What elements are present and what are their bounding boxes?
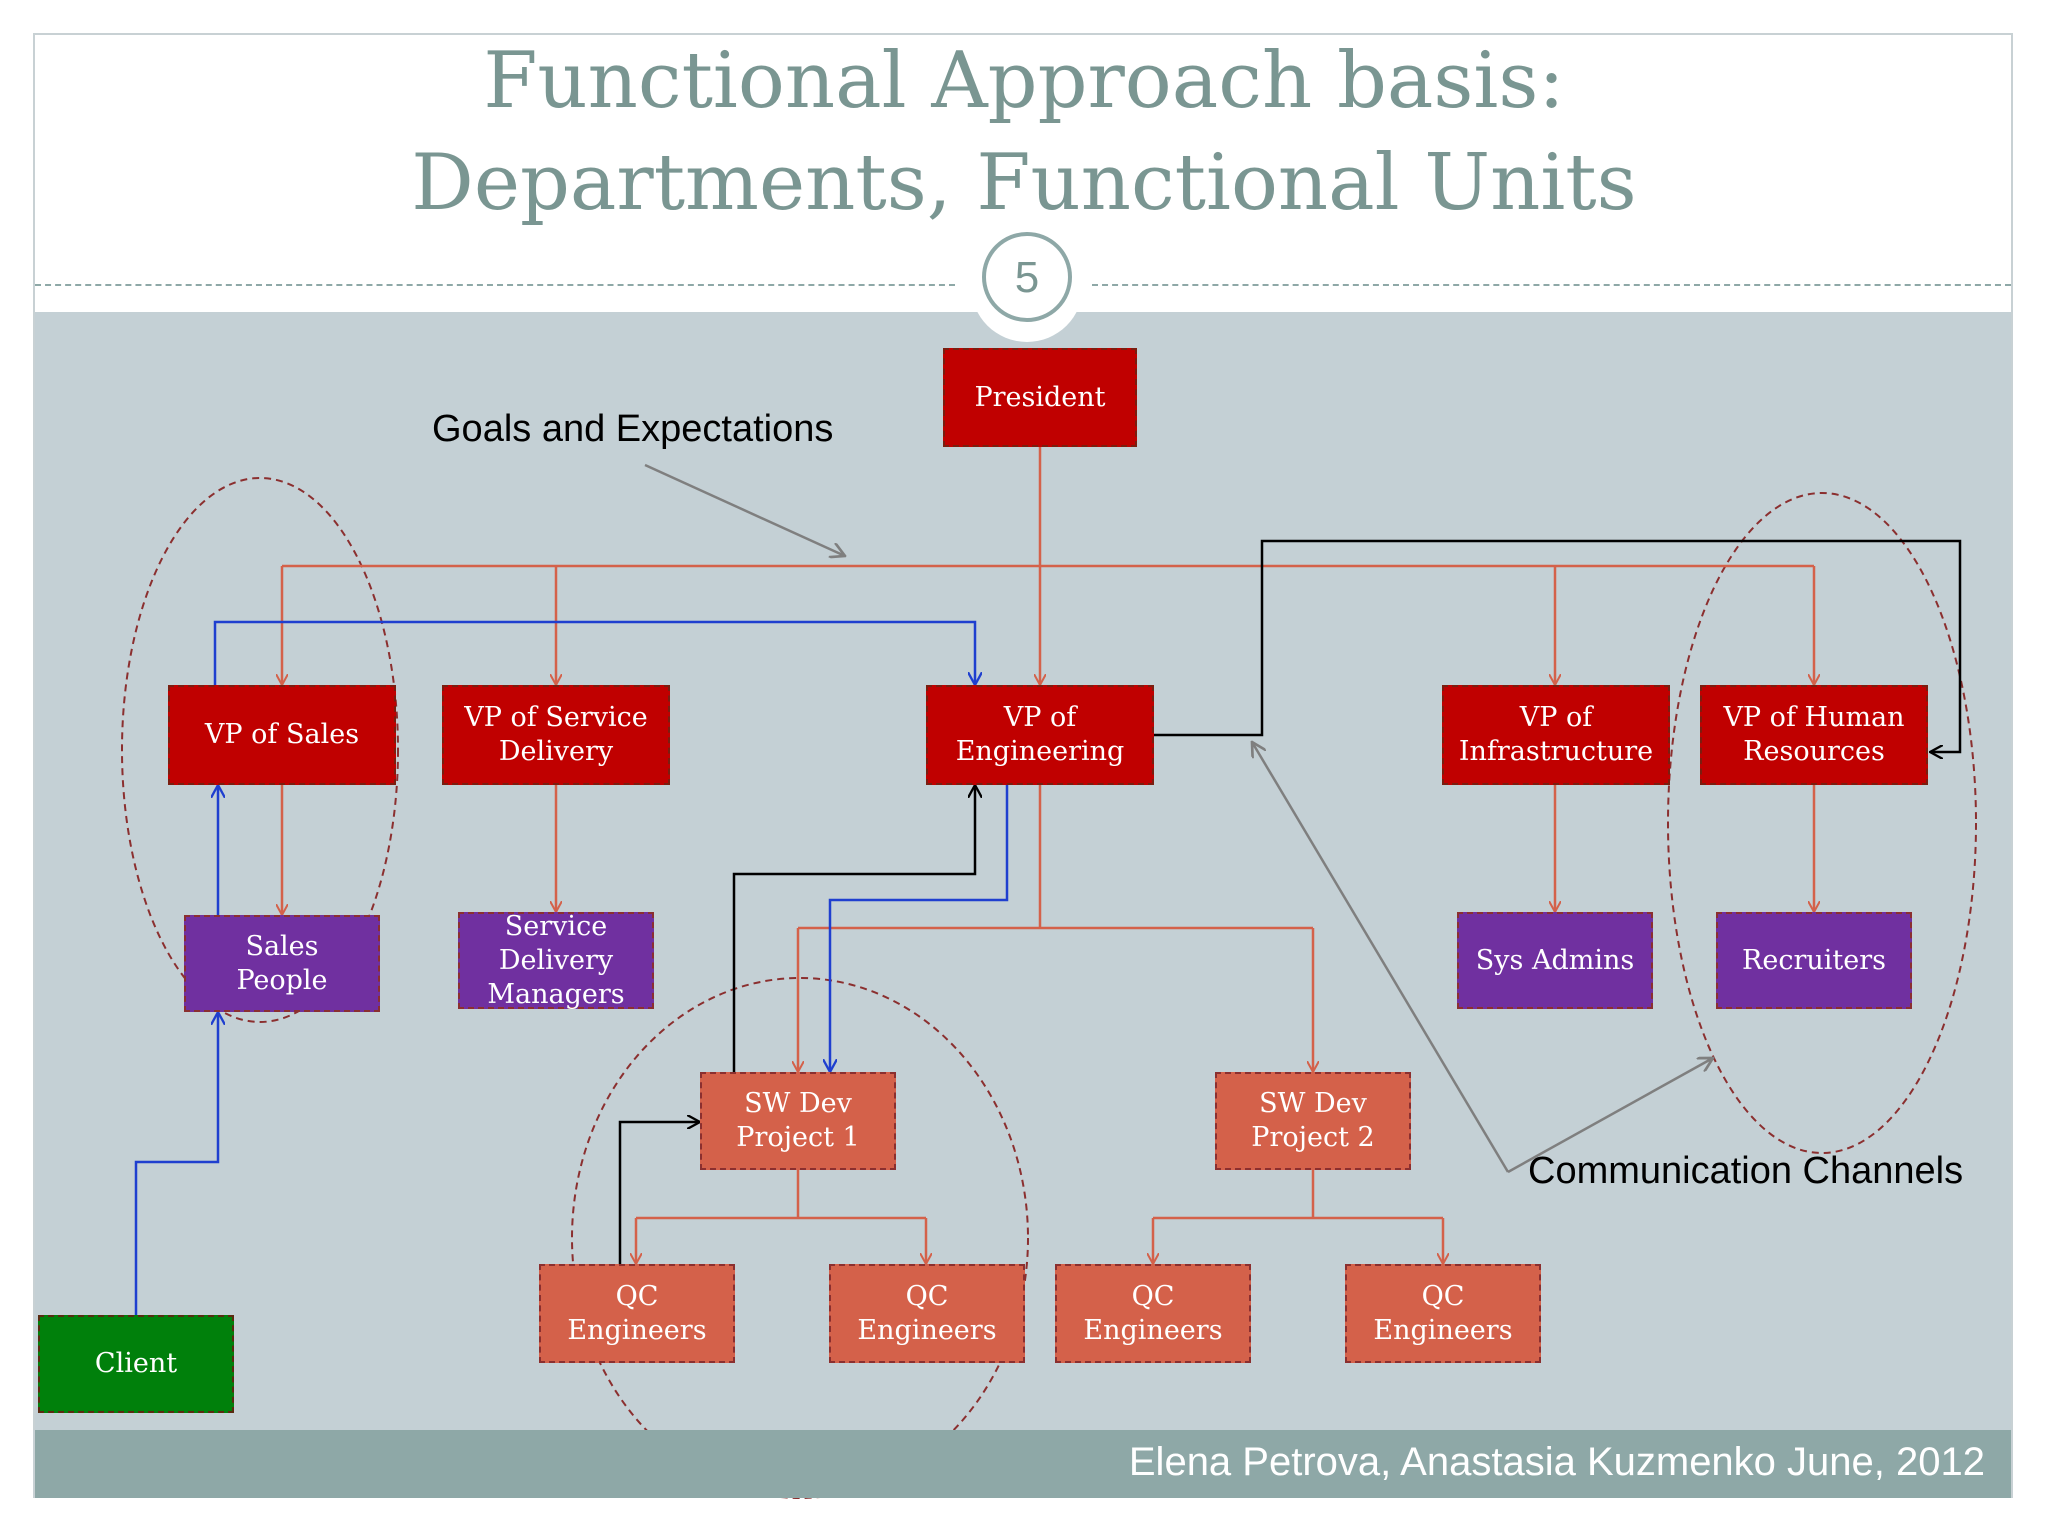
project-1-group-outline bbox=[571, 977, 1029, 1499]
recruiters-node: Recruiters bbox=[1716, 912, 1912, 1009]
footer-bar: Elena Petrova, Anastasia Kuzmenko June, … bbox=[35, 1430, 2011, 1498]
goals-annotation: Goals and Expectations bbox=[432, 408, 834, 450]
title-divider-right bbox=[1092, 284, 2011, 286]
slide-title: Functional Approach basis: Departments, … bbox=[0, 30, 2048, 234]
service-delivery-managers-node: Service Delivery Managers bbox=[458, 911, 654, 1010]
title-divider-left bbox=[35, 284, 955, 286]
vp-engineering-node: VP of Engineering bbox=[926, 685, 1154, 785]
sales-people-node: Sales People bbox=[184, 915, 380, 1012]
vp-human-resources-node: VP of Human Resources bbox=[1700, 685, 1928, 785]
vp-service-delivery-node: VP of Service Delivery bbox=[442, 685, 670, 785]
sales-channel-lines bbox=[134, 620, 1009, 1315]
annotation-arrows bbox=[644, 463, 1713, 1174]
slide-number: 5 bbox=[982, 232, 1072, 322]
communication-annotation: Communication Channels bbox=[1528, 1150, 1964, 1192]
qc-engineers-node-2: QC Engineers bbox=[829, 1264, 1025, 1363]
diagram-area bbox=[35, 312, 2011, 1430]
president-node: President bbox=[943, 348, 1137, 447]
qc-engineers-node-3: QC Engineers bbox=[1055, 1264, 1251, 1363]
hierarchy-lines bbox=[282, 447, 1814, 1264]
title-line-2: Departments, Functional Units bbox=[411, 138, 1637, 228]
sales-group-outline bbox=[121, 477, 399, 1023]
sys-admins-node: Sys Admins bbox=[1457, 912, 1653, 1009]
vp-sales-node: VP of Sales bbox=[168, 685, 396, 785]
client-node: Client bbox=[38, 1315, 234, 1413]
footer-credits: Elena Petrova, Anastasia Kuzmenko June, … bbox=[1128, 1440, 1985, 1484]
qc-engineers-node-4: QC Engineers bbox=[1345, 1264, 1541, 1363]
qc-engineers-node-1: QC Engineers bbox=[539, 1264, 735, 1363]
title-line-1: Functional Approach basis: bbox=[483, 36, 1565, 126]
vp-infrastructure-node: VP of Infrastructure bbox=[1442, 685, 1670, 785]
hr-group-outline bbox=[1667, 492, 1977, 1154]
sw-dev-project-2-node: SW Dev Project 2 bbox=[1215, 1072, 1411, 1170]
sw-dev-project-1-node: SW Dev Project 1 bbox=[700, 1072, 896, 1170]
